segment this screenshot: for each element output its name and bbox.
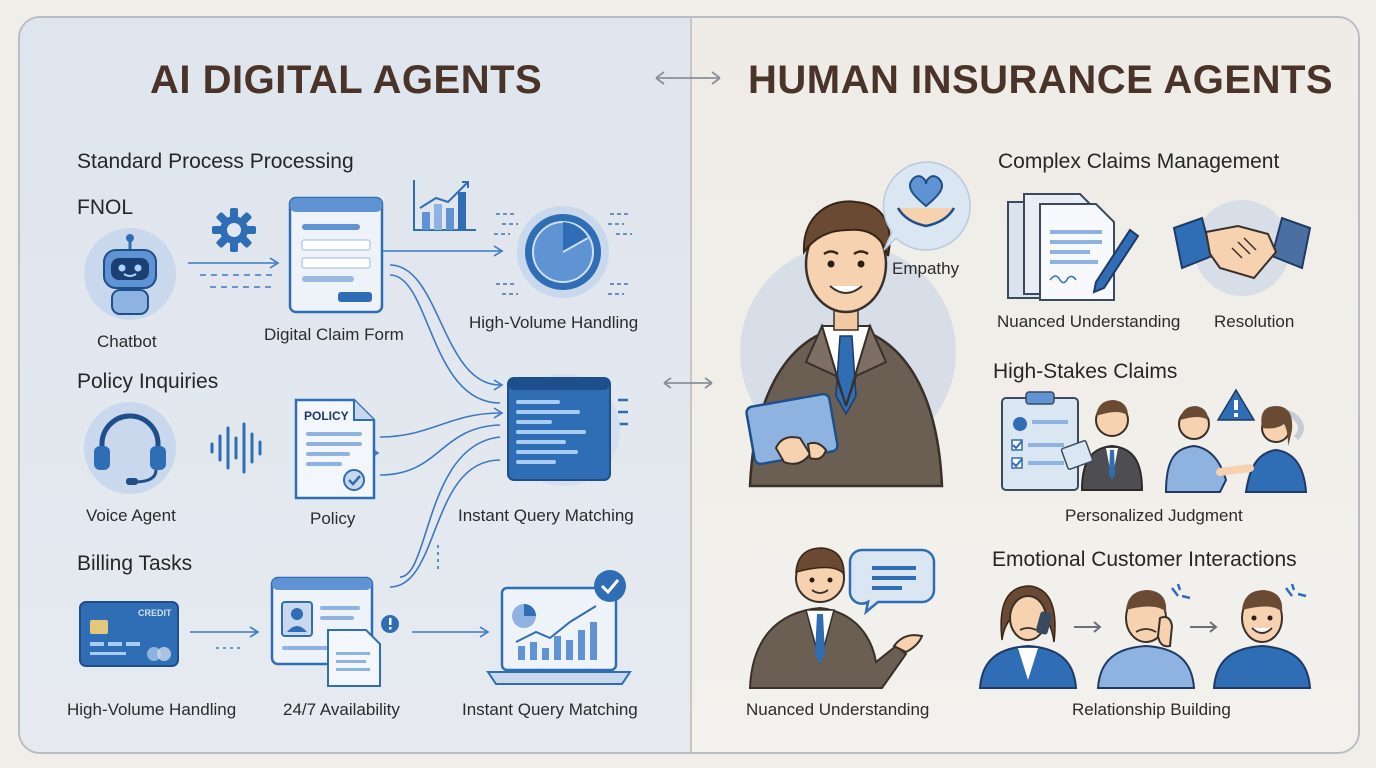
claim-form-icon (288, 196, 384, 314)
high-stakes-heading: High-Stakes Claims (993, 360, 1178, 383)
billing-tasks-heading: Billing Tasks (77, 552, 193, 575)
ai-title: AI DIGITAL AGENTS (150, 58, 543, 102)
alert-handshake-icon (1164, 388, 1310, 494)
claim-form-label: Digital Claim Form (264, 325, 404, 344)
high-volume-bottom-label: High-Volume Handling (67, 700, 237, 719)
personalized-judgment-label: Personalized Judgment (1065, 506, 1243, 525)
clipboard-consultant-icon (998, 390, 1144, 494)
happy-customer-icon (1212, 582, 1314, 690)
instant-query-mid-label: Instant Query Matching (458, 506, 634, 525)
resolution-label: Resolution (1214, 312, 1295, 331)
chatbot-label: Chatbot (97, 332, 157, 351)
availability-label: 24/7 Availability (283, 700, 400, 719)
query-screen-icon (494, 370, 636, 490)
robot-icon (82, 226, 178, 322)
analytics-laptop-icon (486, 566, 634, 690)
complex-claims-heading: Complex Claims Management (998, 150, 1280, 173)
credit-card-icon (78, 600, 180, 670)
policy-document-icon (294, 398, 376, 500)
sound-wave-icon (208, 420, 268, 476)
profile-window-icon (270, 576, 400, 688)
arrow-right-icon (1072, 620, 1104, 634)
flow-connectors (180, 175, 640, 655)
card-text: CREDIT (138, 608, 172, 618)
policy-label: Policy (310, 509, 356, 528)
speaking-agent-icon (746, 542, 936, 692)
nuanced-understanding-top-label: Nuanced Understanding (997, 312, 1181, 331)
empathy-label: Empathy (892, 259, 960, 278)
stressed-customer-icon (1096, 582, 1196, 690)
policy-inquiries-heading: Policy Inquiries (77, 370, 219, 393)
headset-icon (82, 400, 178, 496)
nuanced-understanding-bottom-label: Nuanced Understanding (746, 700, 930, 719)
human-title: HUMAN INSURANCE AGENTS (748, 58, 1334, 102)
empathy-heart-icon (876, 158, 976, 254)
policy-doc-text: POLICY (304, 409, 349, 423)
high-volume-top-label: High-Volume Handling (469, 313, 639, 332)
relationship-building-label: Relationship Building (1072, 700, 1231, 719)
emotional-interactions-heading: Emotional Customer Interactions (992, 548, 1297, 571)
bar-chart-icon (410, 178, 478, 234)
high-volume-gauge-icon (488, 194, 638, 314)
double-arrow-icon (652, 70, 724, 86)
gear-icon (210, 206, 258, 254)
arrow-right-icon (1188, 620, 1220, 634)
distressed-customer-icon (978, 580, 1078, 690)
instant-query-bottom-label: Instant Query Matching (462, 700, 638, 719)
double-arrow-icon (660, 375, 716, 391)
voice-agent-label: Voice Agent (86, 506, 176, 525)
insurance-agent-illustration (736, 186, 956, 496)
handshake-icon (1172, 192, 1312, 302)
documents-pen-icon (1004, 190, 1144, 302)
standard-process-heading: Standard Process Processing (77, 150, 354, 173)
fnol-heading: FNOL (77, 196, 134, 219)
